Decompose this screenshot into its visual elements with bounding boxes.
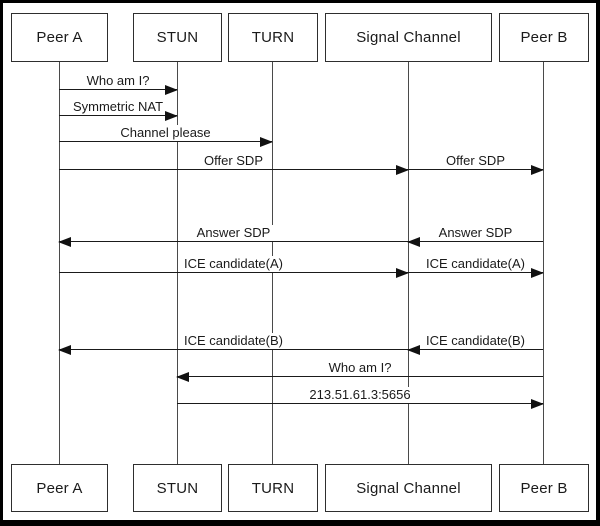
message-8: ICE candidate(A) — [59, 253, 409, 278]
message-line — [59, 141, 272, 142]
actor-box-bottom-stun: STUN — [133, 464, 222, 512]
actor-box-top-signal: Signal Channel — [325, 13, 492, 62]
message-line — [408, 169, 543, 170]
actor-label: Signal Channel — [356, 479, 461, 497]
message-label: ICE candidate(B) — [181, 332, 286, 349]
message-line — [177, 376, 543, 377]
message-9: ICE candidate(A) — [408, 253, 544, 278]
arrowhead-left-icon — [407, 237, 420, 247]
message-label: Answer SDP — [193, 224, 274, 241]
message-label: 213.51.61.3:5656 — [306, 386, 414, 403]
message-line — [59, 169, 408, 170]
message-3: Channel please — [59, 122, 273, 147]
arrowhead-right-icon — [260, 137, 273, 147]
arrowhead-left-icon — [58, 345, 71, 355]
message-1: Who am I? — [59, 70, 178, 95]
actor-label: Peer A — [36, 479, 83, 497]
message-line — [408, 241, 543, 242]
message-label: Channel please — [117, 124, 214, 141]
message-6: Answer SDP — [58, 222, 408, 247]
message-label: ICE candidate(A) — [181, 255, 286, 272]
message-5: Offer SDP — [408, 150, 544, 175]
message-label: Offer SDP — [442, 152, 509, 169]
arrowhead-left-icon — [407, 345, 420, 355]
message-13: 213.51.61.3:5656 — [177, 384, 544, 409]
actor-label: STUN — [156, 29, 199, 46]
actor-label: STUN — [156, 479, 199, 497]
message-line — [59, 241, 408, 242]
message-12: Who am I? — [176, 357, 543, 382]
message-line — [59, 272, 408, 273]
arrowhead-right-icon — [165, 85, 178, 95]
actor-label: TURN — [251, 29, 295, 46]
actor-label: Peer B — [520, 29, 568, 46]
message-line — [408, 349, 543, 350]
arrowhead-right-icon — [396, 268, 409, 278]
message-label: Who am I? — [325, 359, 395, 376]
arrowhead-right-icon — [531, 399, 544, 409]
message-label: ICE candidate(B) — [423, 332, 528, 349]
message-label: Who am I? — [83, 72, 153, 89]
message-line — [408, 272, 543, 273]
actor-label: Signal Channel — [356, 29, 461, 46]
message-label: Offer SDP — [200, 152, 267, 169]
message-label: Symmetric NAT — [69, 98, 167, 115]
arrowhead-right-icon — [531, 165, 544, 175]
actor-box-top-turn: TURN — [228, 13, 318, 62]
lifeline-peerA — [59, 62, 60, 464]
message-10: ICE candidate(B) — [58, 330, 408, 355]
arrowhead-left-icon — [58, 237, 71, 247]
lifeline-stun — [177, 62, 178, 464]
arrowhead-left-icon — [176, 372, 189, 382]
actor-box-top-stun: STUN — [133, 13, 222, 62]
lifeline-peerB — [543, 62, 544, 464]
actor-label: TURN — [251, 479, 295, 497]
message-line — [59, 89, 177, 90]
message-2: Symmetric NAT — [59, 96, 178, 121]
message-label: Answer SDP — [435, 224, 516, 241]
arrowhead-right-icon — [165, 111, 178, 121]
arrowhead-right-icon — [396, 165, 409, 175]
actor-box-bottom-peerA: Peer A — [11, 464, 108, 512]
lifeline-signal — [408, 62, 409, 464]
actor-box-bottom-signal: Signal Channel — [325, 464, 492, 512]
message-11: ICE candidate(B) — [407, 330, 543, 355]
actor-box-bottom-turn: TURN — [228, 464, 318, 512]
message-line — [177, 403, 543, 404]
message-4: Offer SDP — [59, 150, 409, 175]
actor-label: Peer B — [520, 479, 568, 497]
message-label: ICE candidate(A) — [423, 255, 528, 272]
message-line — [59, 349, 408, 350]
arrowhead-right-icon — [531, 268, 544, 278]
actor-box-top-peerA: Peer A — [11, 13, 108, 62]
actor-box-bottom-peerB: Peer B — [499, 464, 589, 512]
message-7: Answer SDP — [407, 222, 543, 247]
actor-box-top-peerB: Peer B — [499, 13, 589, 62]
message-line — [59, 115, 177, 116]
actor-label: Peer A — [36, 29, 83, 46]
